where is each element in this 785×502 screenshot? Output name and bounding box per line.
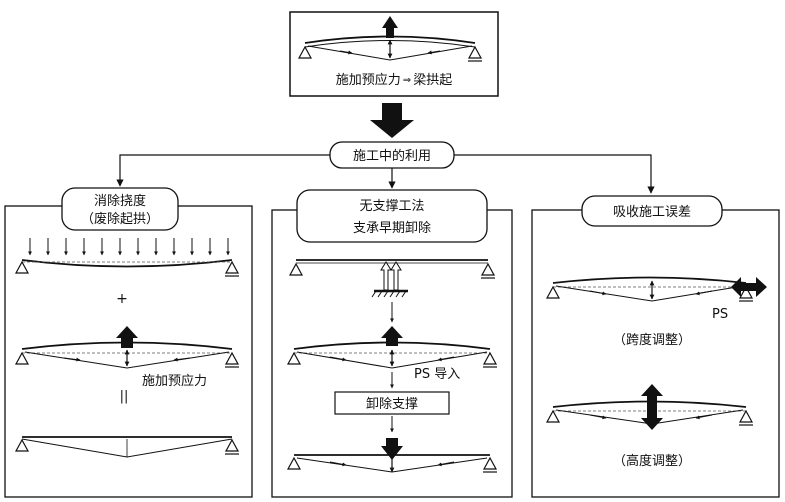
support-icon bbox=[14, 260, 30, 274]
sagging-beam bbox=[21, 259, 233, 268]
support-icon bbox=[288, 262, 304, 276]
support-icon bbox=[545, 409, 561, 423]
top-caption-left: 施加预应力 bbox=[336, 72, 401, 88]
tendon-line bbox=[307, 45, 473, 61]
roller-support-icon bbox=[467, 45, 483, 59]
roller-support-icon bbox=[482, 456, 498, 470]
roller-support-icon bbox=[224, 260, 240, 274]
panel2-unload-label: 卸除支撑 bbox=[366, 396, 418, 412]
panel-no-shoring: 无支撑工法 支承早期卸除 PS 导入 bbox=[271, 189, 513, 498]
panel1-title-box bbox=[61, 187, 179, 231]
prestress-up-arrow-icon bbox=[116, 326, 138, 348]
roller-support-icon bbox=[224, 351, 240, 365]
roller-support-icon bbox=[738, 285, 754, 299]
support-icon bbox=[286, 456, 302, 470]
top-box: 施加预应力⇒梁拱起 bbox=[289, 11, 499, 97]
flow-down-arrow-icon bbox=[370, 103, 414, 138]
horizontal-adjust-arrow-icon bbox=[731, 277, 767, 297]
roller-support-icon bbox=[738, 409, 754, 423]
panel2-title-line1: 无支撑工法 bbox=[359, 199, 424, 214]
panel1-prestress-label: 施加预应力 bbox=[142, 373, 207, 389]
shoring-post-icon bbox=[371, 261, 408, 298]
tendon-line bbox=[555, 285, 744, 302]
support-icon bbox=[14, 438, 30, 452]
cambered-beam bbox=[552, 276, 747, 284]
panel3-span-label: （跨度调整） bbox=[613, 332, 691, 348]
svg-text:施加预应力⇒梁拱起: 施加预应力⇒梁拱起 bbox=[336, 72, 452, 88]
panel1-title-line2: （废除起拱） bbox=[81, 211, 159, 227]
branch-left-arrow bbox=[116, 154, 330, 187]
unload-box bbox=[334, 391, 450, 415]
panel2-ps-label: PS 导入 bbox=[414, 367, 460, 382]
support-icon bbox=[286, 351, 302, 365]
panel3-height-label: （高度调整） bbox=[613, 453, 691, 469]
support-icon bbox=[545, 285, 561, 299]
panel3-ps-label: PS bbox=[712, 307, 728, 322]
load-down-arrow-icon bbox=[381, 438, 403, 460]
panel-deflection: 消除挠度 （废除起拱） + bbox=[4, 187, 253, 498]
roller-support-icon bbox=[480, 262, 496, 276]
tendon-line bbox=[296, 351, 488, 369]
plus-sign: + bbox=[116, 291, 128, 307]
equals-sign: || bbox=[120, 389, 129, 404]
hub-node: 施工中的利用 bbox=[329, 141, 455, 169]
panel3-title: 吸收施工误差 bbox=[613, 205, 691, 220]
hub-label: 施工中的利用 bbox=[353, 148, 431, 164]
camber-up-arrow-icon bbox=[382, 16, 398, 38]
roller-support-icon bbox=[482, 351, 498, 365]
distributed-load-icon bbox=[28, 238, 230, 256]
branch-right-arrow bbox=[454, 154, 655, 194]
panel2-title-line2: 支承早期卸除 bbox=[353, 220, 431, 236]
panel1-title-line1: 消除挠度 bbox=[94, 193, 146, 209]
implies-arrow-icon: ⇒ bbox=[403, 75, 411, 86]
roller-support-icon bbox=[224, 438, 240, 452]
panel-construction-error: 吸收施工误差 PS （跨度调整） （高度调整） bbox=[531, 195, 780, 498]
tendon-line bbox=[24, 351, 230, 369]
panel3-title-box bbox=[581, 195, 723, 227]
prestress-up-arrow-icon bbox=[381, 326, 403, 346]
panel2-title-box bbox=[296, 189, 488, 243]
support-icon bbox=[297, 45, 313, 59]
top-caption-right: 梁拱起 bbox=[413, 73, 452, 88]
vertical-adjust-arrow-icon bbox=[641, 384, 663, 430]
support-icon bbox=[14, 351, 30, 365]
